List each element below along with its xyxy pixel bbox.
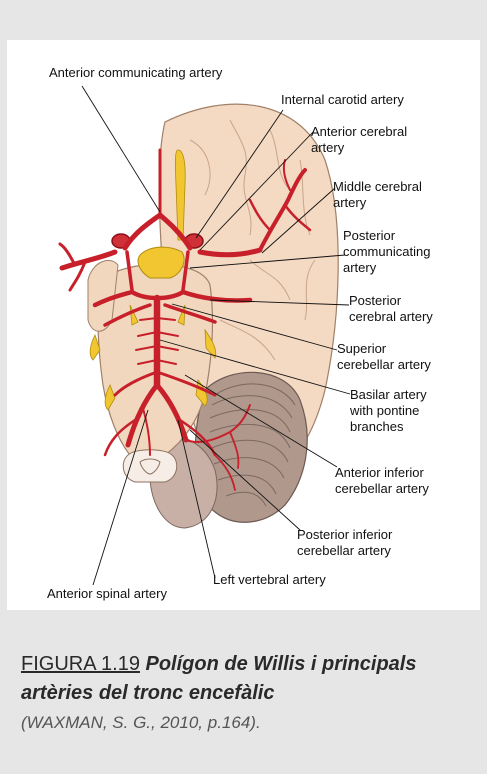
label-anterior-cerebral-artery-line2: artery (311, 140, 345, 155)
label-anterior-communicating-artery: Anterior communicating artery (49, 65, 223, 80)
caption-source: (WAXMAN, S. G., 2010, p.164). (21, 710, 471, 736)
label-anterior-inferior-cerebellar-line1: Anterior inferior (335, 465, 425, 480)
figure-caption: FIGURA 1.19 Polígon de Willis i principa… (21, 650, 471, 736)
label-posterior-communicating-line3: artery (343, 260, 377, 275)
label-posterior-inferior-cerebellar-line2: cerebellar artery (297, 543, 391, 558)
label-left-vertebral-artery: Left vertebral artery (213, 572, 326, 587)
label-basilar-artery-line2: with pontine (349, 403, 419, 418)
label-posterior-inferior-cerebellar-line1: Posterior inferior (297, 527, 393, 542)
label-superior-cerebellar-line2: cerebellar artery (337, 357, 431, 372)
caption-figure-number: FIGURA 1.19 (21, 653, 140, 675)
label-superior-cerebellar-line1: Superior (337, 341, 387, 356)
label-posterior-cerebral-line2: cerebral artery (349, 309, 433, 324)
label-anterior-cerebral-artery-line1: Anterior cerebral (311, 124, 407, 139)
label-anterior-spinal-artery: Anterior spinal artery (47, 586, 167, 601)
label-posterior-communicating-line1: Posterior (343, 228, 396, 243)
circle-of-willis-illustration: Anterior communicating artery Internal c… (0, 0, 487, 620)
optic-chiasm (138, 247, 184, 278)
label-middle-cerebral-artery-line2: artery (333, 195, 367, 210)
label-anterior-inferior-cerebellar-line2: cerebellar artery (335, 481, 429, 496)
label-middle-cerebral-artery-line1: Middle cerebral (333, 179, 422, 194)
label-basilar-artery-line3: branches (350, 419, 404, 434)
label-internal-carotid-artery: Internal carotid artery (281, 92, 404, 107)
label-posterior-communicating-line2: communicating (343, 244, 430, 259)
label-posterior-cerebral-line1: Posterior (349, 293, 402, 308)
label-basilar-artery-line1: Basilar artery (350, 387, 427, 402)
